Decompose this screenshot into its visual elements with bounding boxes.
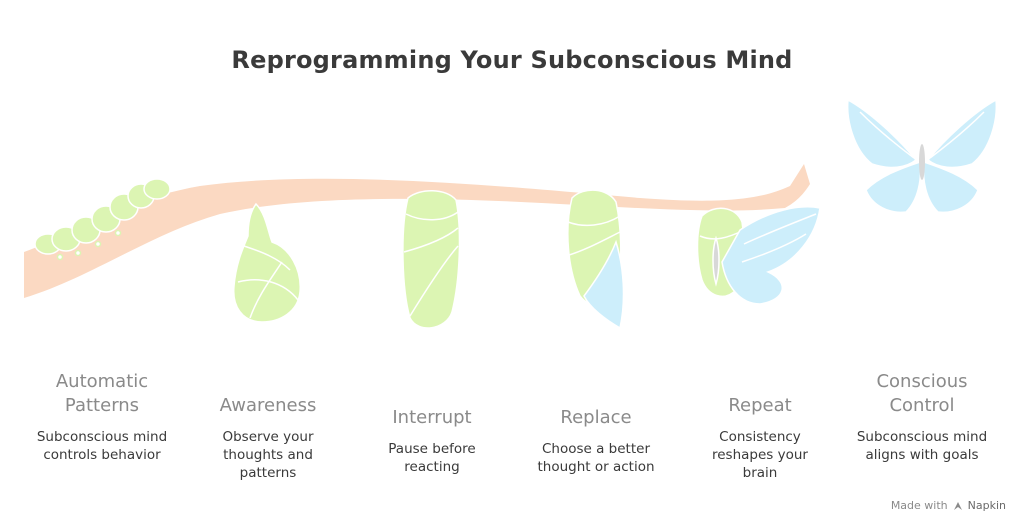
- stage-repeat: Repeat Consistency reshapes your brain: [680, 394, 840, 482]
- stage-conscious-control: Conscious Control Subconscious mind alig…: [842, 370, 1002, 464]
- butterfly-icon: [846, 98, 998, 214]
- cocoon-repeat-icon: [696, 206, 821, 305]
- stage-heading: Automatic Patterns: [55, 371, 149, 416]
- stage-interrupt: Interrupt Pause before reacting: [352, 406, 512, 476]
- cocoon-awareness-icon: [233, 202, 301, 323]
- stage-description: Choose a better thought or action: [537, 441, 655, 475]
- stage-heading: Awareness: [219, 395, 317, 416]
- made-with-footer: Made with Napkin: [891, 499, 1006, 512]
- footer-prefix: Made with: [890, 499, 948, 512]
- stage-description: Consistency reshapes your brain: [712, 429, 808, 481]
- stage-awareness: Awareness Observe your thoughts and patt…: [188, 394, 348, 482]
- cocoon-replace-icon: [565, 189, 625, 330]
- stage-description: Subconscious mind aligns with goals: [856, 429, 988, 463]
- stage-heading: Conscious Control: [876, 371, 968, 416]
- page-title: Reprogramming Your Subconscious Mind: [231, 46, 793, 74]
- stage-description: Subconscious mind controls behavior: [36, 429, 168, 463]
- caterpillar-icon: [34, 178, 171, 261]
- stage-description: Observe your thoughts and patterns: [222, 429, 314, 481]
- stage-automatic-patterns: Automatic Patterns Subconscious mind con…: [22, 370, 182, 464]
- stage-description: Pause before reacting: [388, 441, 476, 475]
- stage-heading: Replace: [560, 407, 632, 428]
- napkin-logo-icon: [953, 501, 962, 510]
- stage-heading: Repeat: [728, 395, 792, 416]
- stage-heading: Interrupt: [392, 407, 472, 428]
- footer-brand: Napkin: [967, 499, 1006, 512]
- stage-replace: Replace Choose a better thought or actio…: [516, 406, 676, 476]
- cocoon-interrupt-icon: [402, 190, 461, 329]
